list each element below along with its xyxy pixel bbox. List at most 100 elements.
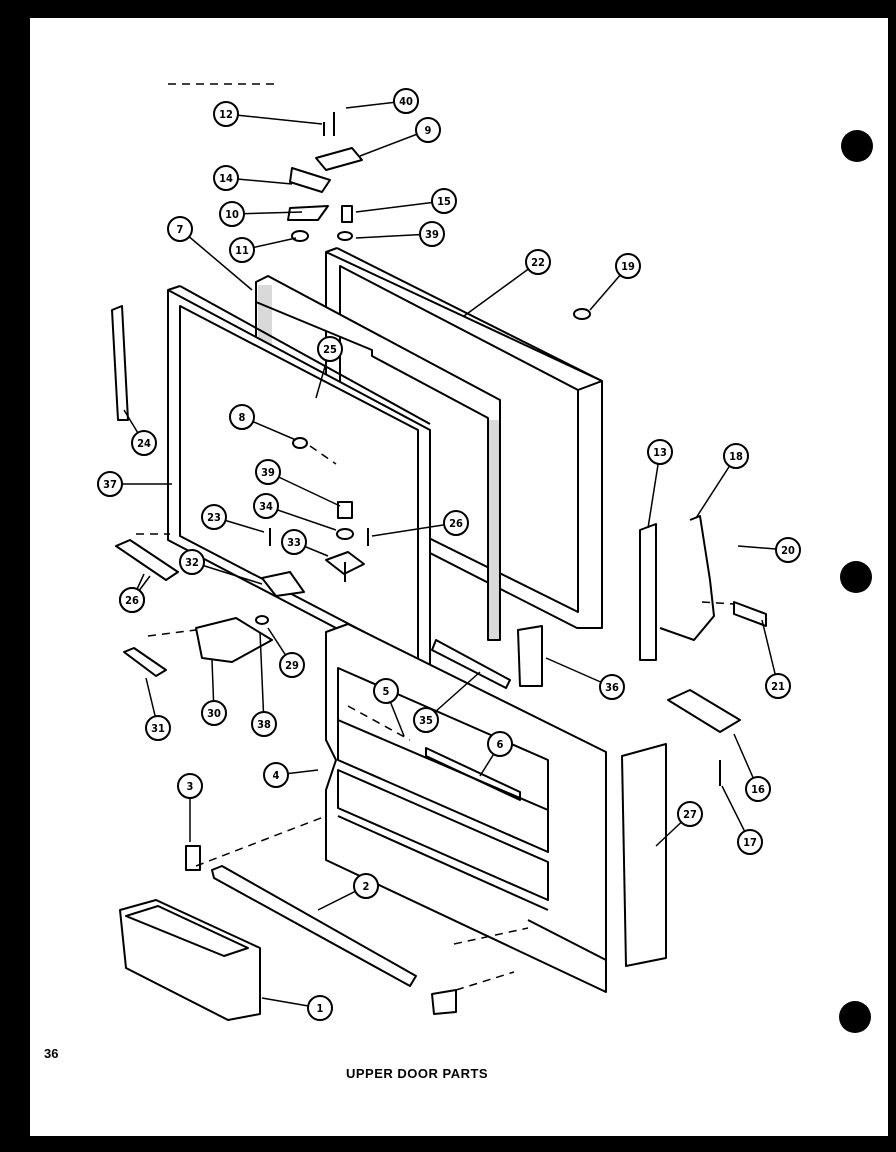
callout-bubble [415, 117, 441, 143]
punch-hole [840, 561, 872, 593]
callout-38: 38 [251, 631, 277, 737]
callout-21: 21 [761, 619, 791, 699]
shelf-6 [425, 747, 521, 801]
callout-number: 2 [363, 880, 370, 893]
callout-9: 9 [359, 117, 441, 157]
callout-bubble [373, 678, 399, 704]
callout-leader [355, 200, 445, 213]
callout-number: 37 [103, 478, 117, 491]
callout-number: 25 [323, 343, 337, 356]
callout-number: 39 [261, 466, 275, 479]
callout-2: 2 [317, 873, 379, 911]
callout-13: 13 [647, 439, 673, 529]
callout-37: 37 [97, 471, 172, 497]
callout-number: 22 [531, 256, 545, 269]
callout-6: 6 [479, 731, 513, 777]
callout-11: 11 [229, 237, 297, 263]
callout-10: 10 [219, 201, 303, 227]
callout-bubble [281, 529, 307, 555]
callout-15: 15 [355, 188, 457, 214]
callout-36: 36 [545, 657, 625, 700]
callout-26: 26 [371, 510, 469, 537]
callouts: 1234567891011121314151617181920212223242… [97, 88, 801, 1021]
callout-number: 17 [743, 836, 757, 849]
callout-12: 12 [213, 101, 323, 127]
callout-bubble [307, 995, 333, 1021]
callout-number: 20 [781, 544, 795, 557]
callout-bubble [177, 773, 203, 799]
callout-number: 6 [497, 738, 504, 751]
callout-39: 39 [255, 459, 341, 507]
callout-bubble [723, 443, 749, 469]
callout-bubble [201, 700, 227, 726]
callout-number: 26 [125, 594, 139, 607]
callout-bubble [737, 829, 763, 855]
callout-number: 1 [317, 1002, 324, 1015]
callout-number: 29 [285, 659, 299, 672]
callout-number: 10 [225, 208, 239, 221]
callout-number: 11 [235, 244, 249, 257]
callout-number: 27 [683, 808, 697, 821]
callout-26: 26 [119, 575, 151, 613]
callout-30: 30 [201, 659, 227, 726]
callout-bubble [353, 873, 379, 899]
callout-bubble [251, 711, 277, 737]
callout-number: 4 [273, 769, 280, 782]
callout-bubble [145, 715, 171, 741]
callout-5: 5 [373, 678, 405, 737]
callout-leader [225, 113, 323, 125]
callout-number: 9 [425, 124, 432, 137]
callout-8: 8 [229, 404, 297, 441]
callout-17: 17 [721, 785, 763, 855]
callout-20: 20 [737, 537, 801, 563]
callout-number: 12 [219, 108, 233, 121]
callout-number: 26 [449, 517, 463, 530]
callout-number: 15 [437, 195, 451, 208]
callout-bubble [213, 165, 239, 191]
callout-number: 5 [383, 685, 390, 698]
callout-7: 7 [167, 216, 253, 291]
callout-number: 21 [771, 680, 785, 693]
callout-bubble [229, 404, 255, 430]
callout-number: 14 [219, 172, 233, 185]
callout-14: 14 [213, 165, 293, 191]
callout-number: 8 [239, 411, 246, 424]
callout-31: 31 [145, 677, 171, 741]
right-side-parts [431, 515, 767, 967]
callout-bubble [263, 762, 289, 788]
callout-16: 16 [733, 733, 771, 802]
callout-number: 35 [419, 714, 433, 727]
callout-bubble [765, 673, 791, 699]
punch-hole [841, 130, 873, 162]
callout-bubble [317, 336, 343, 362]
top-hinge-assembly [287, 112, 591, 320]
callout-bubble [413, 707, 439, 733]
callout-number: 3 [187, 780, 194, 793]
gasket-strip-24 [111, 305, 129, 421]
callout-22: 22 [463, 249, 551, 317]
punch-hole [839, 1001, 871, 1033]
callout-34: 34 [253, 493, 337, 531]
callout-bubble [443, 510, 469, 536]
callout-24: 24 [123, 409, 157, 456]
diagram-caption: UPPER DOOR PARTS [346, 1066, 489, 1081]
callout-bubble [615, 253, 641, 279]
bottom-parts [119, 845, 457, 1021]
callout-bubble [255, 459, 281, 485]
callout-number: 30 [207, 707, 221, 720]
callout-bubble [525, 249, 551, 275]
callout-bubble [179, 549, 205, 575]
inner-liner-4 [325, 623, 607, 993]
callout-number: 13 [653, 446, 667, 459]
callout-number: 23 [207, 511, 221, 524]
callout-39: 39 [355, 221, 445, 247]
callout-1: 1 [261, 995, 333, 1021]
callout-bubble [393, 88, 419, 114]
callout-bubble [167, 216, 193, 242]
callout-number: 36 [605, 681, 619, 694]
callout-bubble [213, 101, 239, 127]
callout-bubble [119, 587, 145, 613]
callout-3: 3 [177, 773, 203, 842]
callout-bubble [487, 731, 513, 757]
callout-bubble [253, 493, 279, 519]
